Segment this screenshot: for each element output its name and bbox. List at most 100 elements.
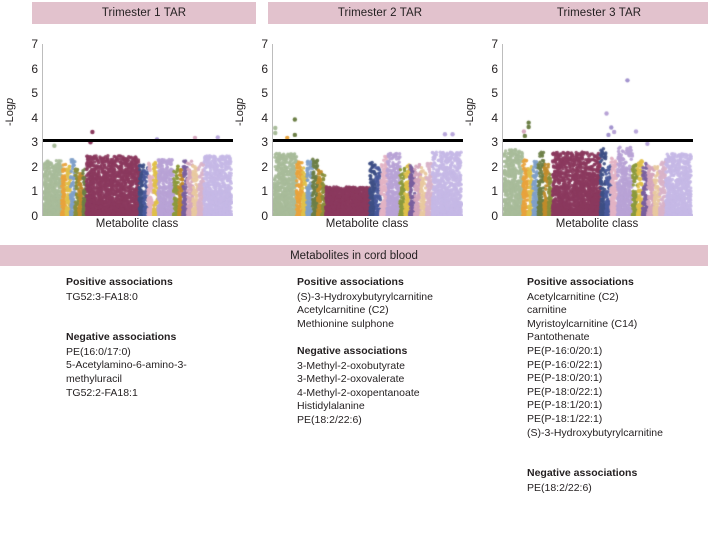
positive-associations-list: TG52:3-FA18:0 [66, 291, 266, 305]
panel-title-label: Trimester 1 TAR [101, 7, 187, 19]
y-tick-label: 0 [491, 209, 498, 223]
association-item: 5-Acetylamino-6-amino-3- methyluracil [66, 359, 187, 385]
cord-blood-banner: Metabolites in cord blood [0, 245, 708, 266]
y-tick-label: 6 [491, 61, 498, 76]
y-axis-label-italic: p [234, 97, 246, 104]
y-tick-label: 1 [261, 184, 268, 199]
positive-associations-group: Positive associations Acetylcarnitine (C… [527, 276, 705, 440]
association-item: 4-Methyl-2-oxopentanoate [297, 386, 420, 399]
y-tick-label: 5 [261, 86, 268, 101]
y-tick-label: 6 [31, 61, 38, 76]
y-tick-label: 2 [261, 159, 268, 174]
positive-associations-title: Positive associations [297, 276, 404, 288]
association-item: Methionine sulphone [297, 317, 394, 330]
association-item: PE(P-16:0/20:1) [527, 344, 603, 357]
y-tick-label: 4 [261, 110, 268, 125]
plot-area [42, 44, 233, 216]
panel-title-trimester-3: Trimester 3 TAR [490, 2, 708, 24]
group-spacer [66, 304, 266, 331]
significance-threshold-line [503, 139, 693, 142]
y-tick-label: 3 [261, 135, 268, 150]
association-item: (S)-3-Hydroxybutyrylcarnitine [527, 426, 663, 439]
association-item: Pantothenate [527, 331, 590, 344]
y-axis-label-text: -Log [464, 103, 476, 126]
association-item: Acetylcarnitine (C2) [297, 304, 389, 317]
associations-column-trimester-3: Positive associations Acetylcarnitine (C… [527, 276, 705, 495]
panel-title-label: Trimester 3 TAR [556, 7, 642, 19]
negative-associations-title: Negative associations [297, 344, 408, 357]
association-item: (S)-3-Hydroxybutyrylcarnitine [297, 290, 433, 303]
association-item: PE(P-18:0/22:1) [527, 385, 603, 398]
significance-threshold-line [43, 139, 233, 142]
significance-threshold-line [273, 139, 463, 142]
association-item: PE(16:0/17:0) [66, 345, 131, 358]
scatter-points [273, 44, 463, 216]
association-item: PE(P-18:0/20:1) [527, 372, 603, 385]
associations-columns: Positive associations TG52:3-FA18:0 Nega… [0, 276, 708, 534]
association-item: Myristoylcarnitine (C14) [527, 317, 638, 330]
y-tick-label: 4 [491, 110, 498, 125]
positive-associations-group: Positive associations (S)-3-Hydroxybutyr… [297, 276, 502, 331]
association-item: 3-Methyl-2-oxobutyrate [297, 359, 405, 372]
group-spacer [527, 440, 705, 467]
y-tick-label: 3 [31, 135, 38, 150]
y-tick-label: 7 [261, 37, 268, 51]
y-tick-label: 7 [491, 37, 498, 51]
y-axis-label: -Logp [4, 98, 16, 126]
y-axis-label: -Logp [464, 98, 476, 126]
y-tick-label: 5 [491, 86, 498, 101]
y-axis-label-italic: p [464, 97, 476, 104]
association-item: PE(P-16:0/22:1) [527, 358, 603, 371]
panel-title-trimester-1: Trimester 1 TAR [32, 2, 256, 24]
x-axis-label: Metabolite class [555, 218, 639, 230]
y-tick-label: 4 [31, 110, 38, 125]
association-item: Histidylalanine [297, 400, 365, 413]
associations-column-trimester-2: Positive associations (S)-3-Hydroxybutyr… [297, 276, 502, 428]
negative-associations-list: PE(18:2/22:6) [527, 482, 705, 496]
panel-title-row: Trimester 1 TAR Trimester 2 TAR Trimeste… [0, 2, 708, 24]
association-item: TG52:3-FA18:0 [66, 290, 138, 303]
y-tick-label: 0 [31, 209, 38, 223]
scatter-canvas-wrap [503, 44, 693, 216]
negative-associations-list: PE(16:0/17:0)5-Acetylamino-6-amino-3- me… [66, 346, 266, 400]
positive-associations-title: Positive associations [66, 276, 173, 288]
scatter-points [503, 44, 693, 216]
association-item: PE(P-18:1/22:1) [527, 412, 603, 425]
association-item: PE(18:2/22:6) [527, 481, 592, 494]
plot-area [272, 44, 463, 216]
x-axis-label: Metabolite class [325, 218, 409, 230]
positive-associations-title: Positive associations [527, 276, 634, 288]
y-tick-label: 1 [31, 184, 38, 199]
cord-blood-banner-label: Metabolites in cord blood [290, 249, 418, 262]
association-item: Acetylcarnitine (C2) [527, 290, 619, 303]
group-spacer [297, 331, 502, 345]
y-axis-label-text: -Log [4, 103, 16, 126]
scatter-points [43, 44, 233, 216]
positive-associations-group: Positive associations TG52:3-FA18:0 [66, 276, 266, 304]
y-tick-label: 0 [261, 209, 268, 223]
negative-associations-title: Negative associations [527, 467, 638, 480]
y-tick-label: 2 [491, 159, 498, 174]
scatter-canvas-wrap [273, 44, 463, 216]
association-item: TG52:2-FA18:1 [66, 386, 138, 399]
association-item: 3-Methyl-2-oxovalerate [297, 373, 405, 386]
association-item: PE(P-18:1/20:1) [527, 399, 603, 412]
y-tick-label: 5 [31, 86, 38, 101]
negative-associations-group: Negative associations PE(18:2/22:6) [527, 467, 705, 495]
y-tick-label: 3 [491, 135, 498, 150]
y-tick-label: 2 [31, 159, 38, 174]
panel-title-label: Trimester 2 TAR [337, 7, 423, 19]
negative-associations-group: Negative associations PE(16:0/17:0)5-Ace… [66, 331, 266, 400]
y-axis-label: -Logp [234, 98, 246, 126]
scatter-canvas-wrap [43, 44, 233, 216]
